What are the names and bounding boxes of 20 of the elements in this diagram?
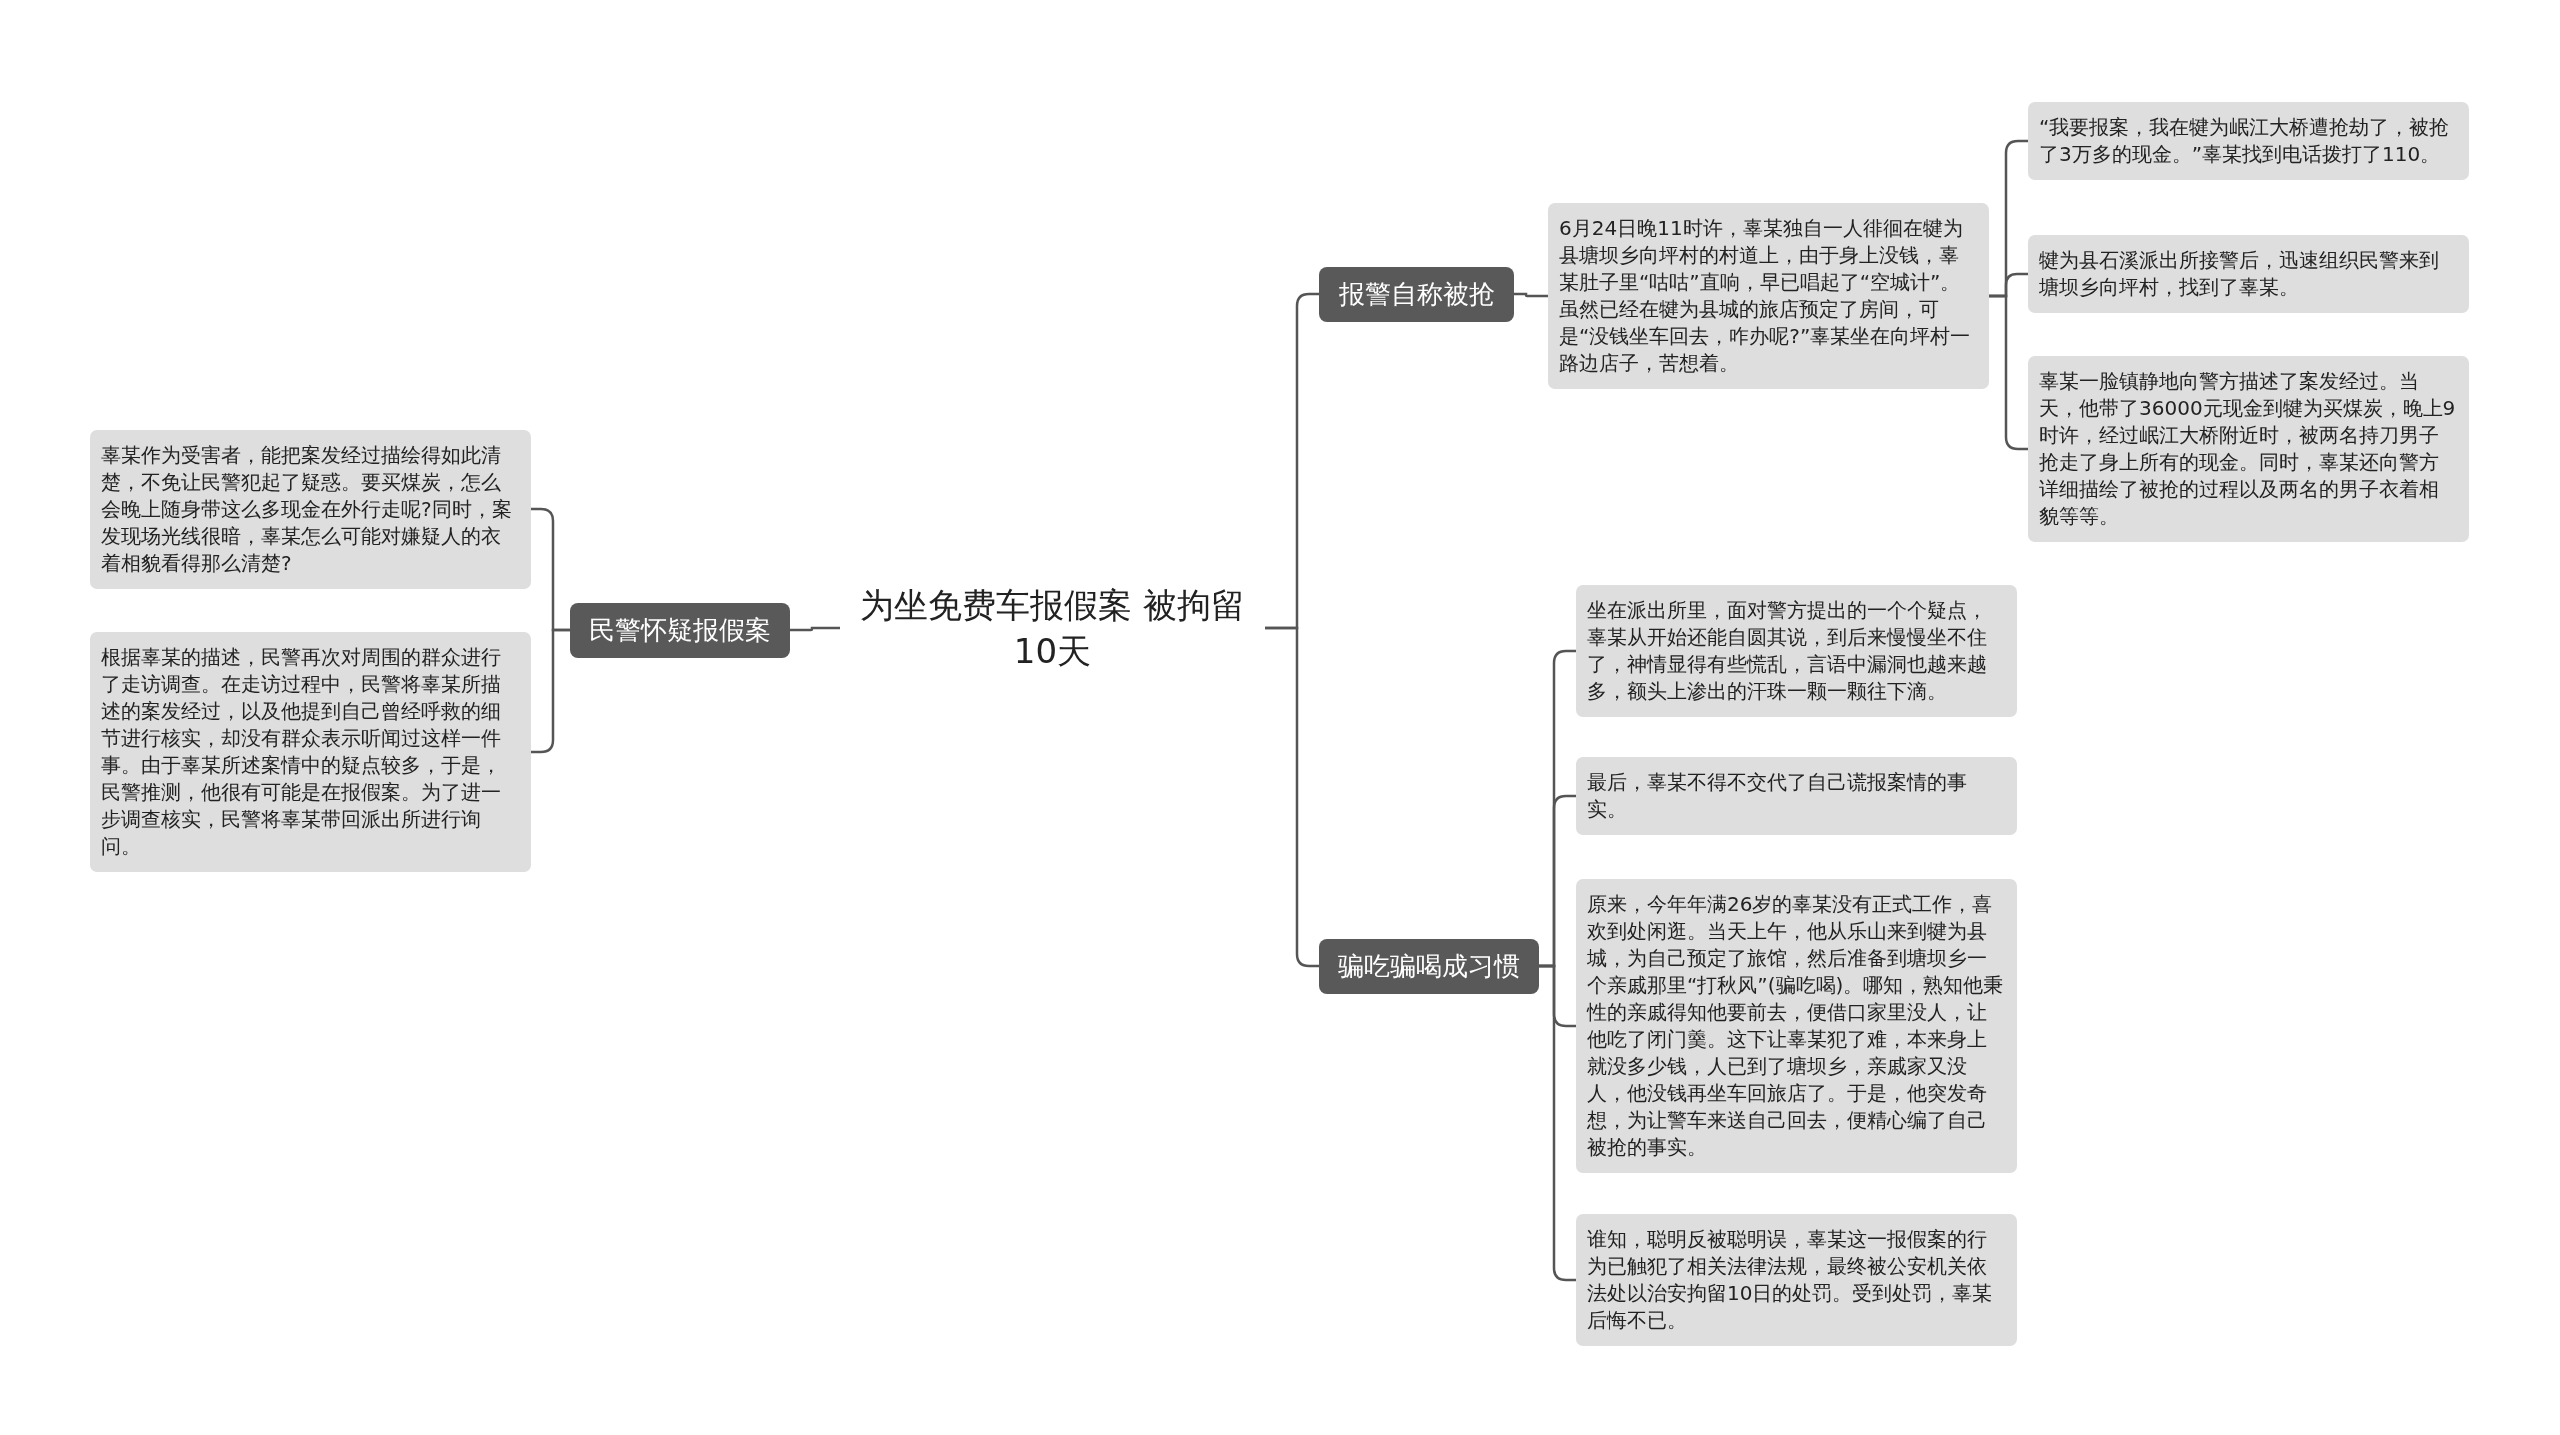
text-card: 辜某作为受害者，能把案发经过描绘得如此清楚，不免让民警犯起了疑惑。要买煤炭，怎么会晚上随身带这么多现金在外行走呢?同时，案发现场光线很暗，辜某怎么可能对嫌疑人的衣着相貌看得那么清楚? <box>90 429 531 589</box>
connector-line <box>1989 294 2028 451</box>
branch-topic: 报警自称被抢 <box>1319 266 1514 322</box>
text-card: 原来，今年年满26岁的辜某没有正式工作，喜欢到处闲逛。当天上午，他从乐山来到犍为县城，为自己预定了旅馆，然后准备到塘坝乡一个亲戚那里“打秋风”(骗吃喝)。哪知，熟知他秉性的亲戚得知他要前去，便借口家里没人，让他吃了闭门羹。这下让辜某犯了难，本来身上就没多少钱，人已到了塘坝乡，亲戚家又没人，他没钱再坐车回旅店了。于是，他突发奇想，为让警车来送自己回去，便精心编了自己被抢的事实。 <box>1576 879 2017 1173</box>
text-card: 辜某一脸镇静地向警方描述了案发经过。当天，他带了36000元现金到犍为买煤炭，晚上9时许，经过岷江大桥附近时，被两名持刀男子抢走了身上所有的现金。同时，辜某还向警方详细描绘了被抢的过程以及两名的男子衣着相貌等等。 <box>2028 356 2469 542</box>
text-card: 最后，辜某不得不交代了自己谎报案情的事实。 <box>1576 757 2017 835</box>
text-card: “我要报案，我在犍为岷江大桥遭抢劫了，被抢了3万多的现金。”辜某找到电话拨打了110。 <box>2028 102 2469 180</box>
text-card: 坐在派出所里，面对警方提出的一个个疑点，辜某从开始还能自圆其说，到后来慢慢坐不住了，神情显得有些慌乱，言语中漏洞也越来越多，额头上渗出的汗珠一颗一颗往下滴。 <box>1576 585 2017 717</box>
central-topic: 为坐免费车报假案 被拘留10天 <box>840 578 1265 678</box>
connector-line <box>531 628 570 754</box>
connector-line <box>790 626 840 632</box>
text-card: 6月24日晚11时许，辜某独自一人徘徊在犍为县塘坝乡向坪村的村道上，由于身上没钱，辜某肚子里“咕咕”直响，早已唱起了“空城计”。虽然已经在犍为县城的旅店预定了房间，可是“没钱坐车回去，咋办呢?”辜某坐在向坪村一路边店子，苦想着。 <box>1548 203 1989 389</box>
branch-topic: 骗吃骗喝成习惯 <box>1319 938 1539 994</box>
connector-line <box>1514 292 1548 298</box>
text-card: 根据辜某的描述，民警再次对周围的群众进行了走访调查。在走访过程中，民警将辜某所描述的案发经过，以及他提到自己曾经呼救的细节进行核实，却没有群众表示听闻过这样一件事。由于辜某所述案情中的疑点较多，于是，民警推测，他很有可能是在报假案。为了进一步调查核实，民警将辜某带回派出所进行询问。 <box>90 632 531 872</box>
text-card: 犍为县石溪派出所接警后，迅速组织民警来到塘坝乡向坪村，找到了辜某。 <box>2028 235 2469 313</box>
branch-topic: 民警怀疑报假案 <box>570 602 790 658</box>
connector-line <box>1539 964 1576 1282</box>
connector-line <box>1265 626 1319 968</box>
text-card: 谁知，聪明反被聪明误，辜某这一报假案的行为已触犯了相关法律法规，最终被公安机关依法处以治安拘留10日的处罚。受到处罚，辜某后悔不已。 <box>1576 1214 2017 1346</box>
